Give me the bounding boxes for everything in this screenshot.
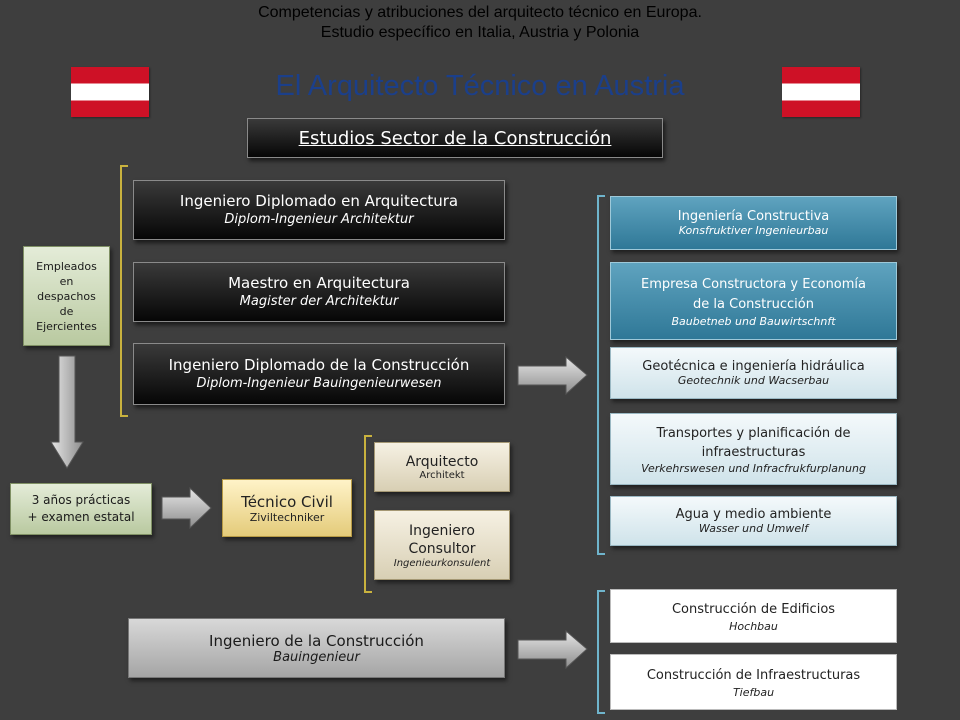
specialty-subtitle: Konsfruktiver Ingenieurbau <box>678 224 829 237</box>
bau-engineer-box: Ingeniero de la Construcción Bauingenieu… <box>128 618 505 678</box>
degree-box-master: Maestro en Arquitectura Magister der Arc… <box>133 262 505 322</box>
degree-title: Ingeniero Diplomado de la Construcción <box>168 356 470 374</box>
civil-tech-box: Técnico Civil Ziviltechniker <box>222 479 352 537</box>
down-arrow <box>50 355 84 469</box>
degree-title: Ingeniero Diplomado en Arquitectura <box>179 192 459 210</box>
specialty-subtitle: Wasser und Umwelf <box>698 522 809 535</box>
specialty-box-water: Agua y medio ambiente Wasser und Umwelf <box>610 496 897 546</box>
bau-area-box-infrastructure: Construcción de Infraestructuras Tiefbau <box>610 654 897 710</box>
employees-line-2: en <box>59 274 74 288</box>
specialty-box-structural: Ingeniería Constructiva Konsfruktiver In… <box>610 196 897 250</box>
specialty-subtitle: Geotechnik und Wacserbau <box>677 374 830 387</box>
bau-areas-bracket <box>597 590 605 714</box>
specialty-subtitle: Baubetneb und Bauwirtschnft <box>671 314 836 328</box>
practice-box: 3 años prácticas + examen estatal <box>10 483 152 535</box>
architect-subtitle: Architekt <box>419 469 465 481</box>
austria-flag-right <box>782 67 860 117</box>
specialty-box-construction-economics: Empresa Constructora y Economía de la Co… <box>610 262 897 340</box>
specialty-box-geotechnics: Geotécnica e ingeniería hidráulica Geote… <box>610 347 897 399</box>
consultant-box: Ingeniero Consultor Ingenieurkonsulent <box>374 510 510 580</box>
architect-box: Arquitecto Architekt <box>374 442 510 492</box>
header-line-1: Competencias y atribuciones del arquitec… <box>258 4 702 21</box>
specialty-title: Ingeniería Constructiva <box>677 209 830 224</box>
austria-flag-left <box>71 67 149 117</box>
civil-tech-subtitle: Ziviltechniker <box>249 510 325 524</box>
employees-box: Empleados en despachos de Ejercientes <box>23 246 110 346</box>
architect-title: Arquitecto <box>405 453 479 470</box>
specialties-bracket <box>597 195 605 555</box>
bau-area-box-buildings: Construcción de Edificios Hochbau <box>610 589 897 643</box>
degree-subtitle: Diplom-Ingenieur Bauingenieurwesen <box>196 376 442 391</box>
specialty-line-2: de la Construcción <box>693 296 814 312</box>
specialty-title: Agua y medio ambiente <box>675 507 832 522</box>
bau-area-subtitle: Hochbau <box>729 619 778 633</box>
specialty-line-2: infraestructuras <box>701 444 806 460</box>
specialty-box-transport: Transportes y planificación de infraestr… <box>610 413 897 485</box>
consultant-subtitle: Ingenieurkonsulent <box>393 557 491 569</box>
presentation-header: Competencias y atribuciones del arquitec… <box>0 0 960 55</box>
employees-line-1: Empleados <box>36 259 97 273</box>
header-line-2: Estudio específico en Italia, Austria y … <box>320 24 640 41</box>
bau-engineer-title: Ingeniero de la Construcción <box>209 631 424 650</box>
bau-area-title: Construcción de Infraestructuras <box>646 667 861 683</box>
main-title: El Arquitecto Técnico en Austria <box>275 70 685 102</box>
employees-line-5: Ejercientes <box>36 319 97 333</box>
practice-line-2: + examen estatal <box>27 510 135 524</box>
bau-area-title: Construcción de Edificios <box>671 601 836 617</box>
employees-line-3: despachos <box>37 289 96 303</box>
arrow-to-specialties <box>517 355 588 396</box>
civil-tech-bracket <box>364 435 372 593</box>
consultant-line-2: Consultor <box>408 540 476 557</box>
degree-subtitle: Magister der Architektur <box>239 294 399 309</box>
civil-tech-title: Técnico Civil <box>241 492 333 511</box>
arrow-to-civil-tech <box>161 486 212 530</box>
specialty-title: Geotécnica e ingeniería hidráulica <box>642 359 865 374</box>
bau-area-subtitle: Tiefbau <box>732 685 775 699</box>
degree-subtitle: Diplom-Ingenieur Architektur <box>224 212 414 227</box>
section-title-box: Estudios Sector de la Construcción <box>247 118 663 158</box>
degree-box-construction: Ingeniero Diplomado de la Construcción D… <box>133 343 505 405</box>
bau-engineer-subtitle: Bauingenieur <box>273 649 360 665</box>
degree-title: Maestro en Arquitectura <box>228 274 410 292</box>
practice-line-1: 3 años prácticas <box>31 493 131 507</box>
specialty-subtitle: Verkehrswesen und Infracfrukfurplanung <box>641 461 866 475</box>
section-title: Estudios Sector de la Construcción <box>298 127 612 149</box>
employees-line-4: de <box>59 304 74 318</box>
arrow-to-bau-areas <box>517 629 588 670</box>
consultant-line-1: Ingeniero <box>409 522 475 539</box>
degree-box-architecture: Ingeniero Diplomado en Arquitectura Dipl… <box>133 180 505 240</box>
degrees-bracket <box>120 165 128 417</box>
specialty-line-1: Empresa Constructora y Economía <box>641 276 866 292</box>
specialty-line-1: Transportes y planificación de <box>656 425 851 441</box>
